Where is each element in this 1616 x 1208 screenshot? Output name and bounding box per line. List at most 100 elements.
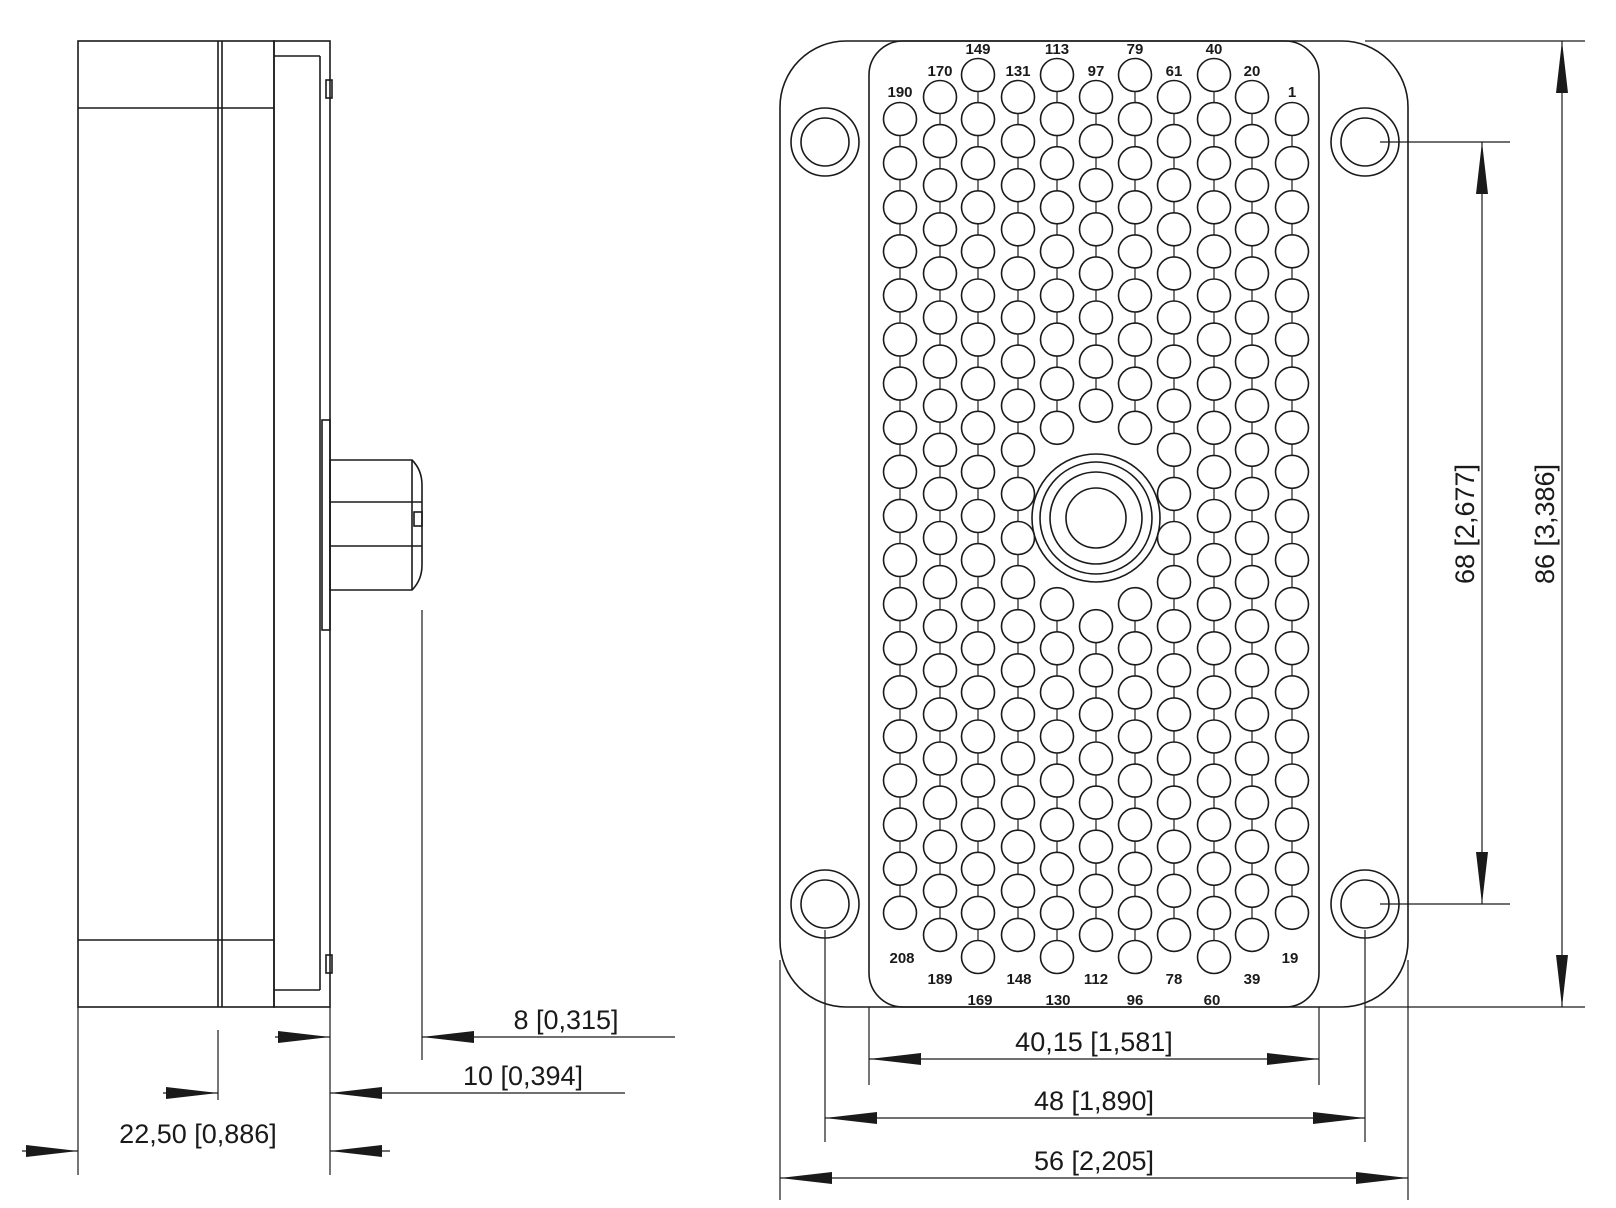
contact-cavity	[1156, 873, 1192, 909]
contact-cavity	[1039, 763, 1075, 798]
contact-cavity	[1039, 57, 1075, 93]
contact-cavity	[882, 719, 918, 754]
contact-cavity	[1117, 145, 1153, 181]
dim-label-68: 68 [2,677]	[1450, 464, 1480, 584]
contact-cavity	[1156, 608, 1192, 644]
contact-cavity	[922, 212, 958, 247]
contact-cavity	[960, 763, 996, 798]
contact-cavity	[1196, 807, 1232, 843]
contact-cavity	[1117, 190, 1153, 225]
contact-cavity	[1274, 410, 1310, 446]
contact-cavity	[960, 586, 996, 622]
contact-cavity	[1274, 895, 1310, 931]
contact-cavity	[1117, 939, 1153, 975]
contact-cavity	[1274, 322, 1310, 357]
pin-label: 113	[1045, 41, 1069, 58]
contact-cavity	[1117, 410, 1153, 446]
contact-cavity	[960, 322, 996, 357]
contact-cavity	[1000, 432, 1036, 468]
contact-cavity	[1234, 829, 1270, 865]
contact-cavity	[1039, 278, 1075, 313]
contact-cavity	[1234, 344, 1270, 379]
pin-label: 39	[1244, 971, 1261, 988]
dim-label-40: 40,15 [1,581]	[1015, 1027, 1173, 1057]
contact-cavity	[1274, 586, 1310, 622]
contact-cavity	[1000, 256, 1036, 291]
contact-cavity	[1078, 167, 1114, 203]
contact-cavity	[960, 190, 996, 225]
contact-cavity	[960, 807, 996, 843]
contact-cavity	[1234, 212, 1270, 247]
contact-grid	[882, 57, 1310, 975]
contact-cavity	[1234, 123, 1270, 159]
contact-cavity	[922, 608, 958, 644]
front-flange	[779, 40, 1409, 1008]
contact-cavity	[882, 498, 918, 534]
contact-cavity	[1117, 278, 1153, 313]
contact-cavity	[922, 917, 958, 953]
contact-cavity	[960, 719, 996, 754]
contact-cavity	[922, 388, 958, 424]
contact-cavity	[1000, 564, 1036, 600]
contact-cavity	[1234, 697, 1270, 732]
contact-cavity	[1196, 542, 1232, 578]
center-jackscrew	[1031, 453, 1161, 583]
contact-cavity	[882, 586, 918, 622]
contact-cavity	[1196, 101, 1232, 137]
contact-cavity	[960, 895, 996, 931]
contact-cavity	[960, 542, 996, 578]
contact-cavity	[1274, 807, 1310, 842]
front-dim-86: 86 [3,386]	[1530, 41, 1568, 1007]
contact-cavity	[882, 454, 918, 490]
contact-cavity	[1274, 498, 1310, 534]
contact-cavity	[1039, 586, 1075, 622]
pin-label: 149	[965, 41, 990, 58]
side-view	[77, 40, 423, 1175]
contact-cavity	[1117, 366, 1153, 402]
contact-cavity	[1039, 851, 1075, 887]
contact-cavity	[1196, 675, 1232, 710]
pin-label: 112	[1084, 971, 1108, 988]
contact-cavity	[1039, 895, 1075, 931]
contact-cavity	[1039, 366, 1075, 402]
contact-cavity	[1196, 895, 1232, 931]
contact-cavity	[1000, 476, 1036, 512]
contact-cavity	[1156, 697, 1192, 732]
contact-cavity	[1196, 763, 1232, 798]
contact-cavity	[1274, 234, 1310, 269]
contact-cavity	[1196, 939, 1232, 975]
front-dim-56: 56 [2,205]	[780, 1146, 1408, 1184]
contact-cavity	[1156, 123, 1192, 159]
side-stud	[329, 459, 423, 591]
contact-cavity	[1117, 234, 1153, 269]
contact-cavity	[1039, 939, 1075, 975]
contact-cavity	[882, 763, 918, 798]
pin-label: 20	[1244, 63, 1261, 80]
contact-cavity	[1000, 167, 1036, 203]
contact-cavity	[1196, 851, 1232, 887]
contact-cavity	[1078, 388, 1114, 424]
contact-cavity	[1234, 652, 1270, 688]
contact-cavity	[1039, 145, 1075, 181]
pin-label: 130	[1045, 992, 1070, 1009]
contact-cavity	[1156, 167, 1192, 203]
contact-cavity	[922, 432, 958, 468]
side-dim-10: 10 [0,394]	[163, 1061, 625, 1099]
contact-cavity	[1117, 57, 1153, 93]
contact-cavity	[1078, 79, 1114, 115]
contact-cavity	[1234, 608, 1270, 644]
contact-cavity	[882, 807, 918, 842]
contact-cavity	[1000, 79, 1036, 115]
contact-cavity	[1000, 917, 1036, 953]
contact-cavity	[922, 79, 958, 115]
side-dim-22: 22,50 [0,886]	[22, 1119, 390, 1157]
contact-cavity	[1156, 476, 1192, 512]
contact-cavity	[922, 520, 958, 556]
contact-cavity	[882, 278, 918, 313]
contact-cavity	[1000, 344, 1036, 379]
contact-cavity	[1039, 322, 1075, 357]
contact-cavity	[1156, 432, 1192, 468]
contact-cavity	[1156, 256, 1192, 291]
contact-cavity	[1000, 829, 1036, 865]
contact-cavity	[1078, 785, 1114, 820]
